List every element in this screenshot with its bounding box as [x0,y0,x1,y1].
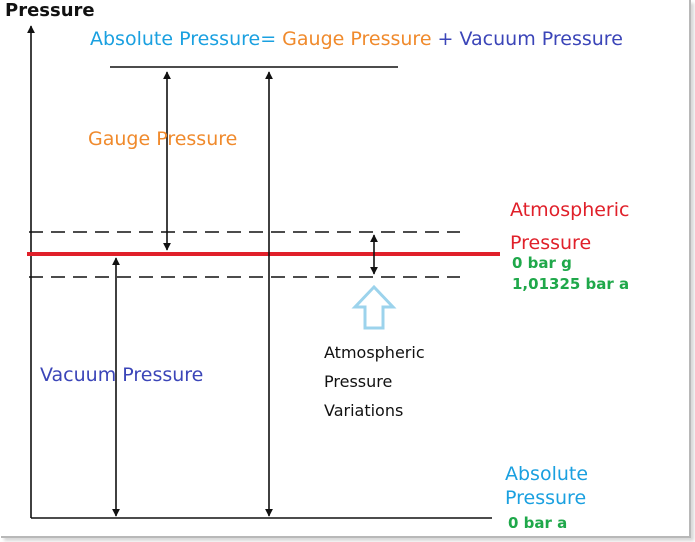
atmospheric-label-line2: Pressure [510,232,592,254]
formula-plus: + [431,28,460,50]
formula-vacuum: Vacuum Pressure [459,28,623,50]
formula-absolute: Absolute Pressure [90,28,261,50]
formula: Absolute Pressure= Gauge Pressure + Vacu… [90,28,623,50]
gauge-pressure-label: Gauge Pressure [88,128,238,150]
hollow-up-arrow-icon [351,284,397,330]
variations-line1: Atmospheric [324,343,425,362]
formula-gauge: Gauge Pressure [276,28,432,50]
vacuum-pressure-label: Vacuum Pressure [40,364,204,386]
atmospheric-gauge-zero: 0 bar g [512,254,572,272]
absolute-label-line1: Absolute [505,463,589,485]
atmospheric-absolute-value: 1,01325 bar a [512,275,630,293]
variations-line2: Pressure [324,372,393,391]
absolute-label-line2: Pressure [505,487,587,509]
absolute-zero-label: 0 bar a [508,514,568,532]
variations-line3: Variations [324,401,404,420]
atmospheric-label-line1: Atmospheric [510,199,630,221]
formula-equals: = [260,28,277,50]
y-axis-label: Pressure [5,0,95,21]
